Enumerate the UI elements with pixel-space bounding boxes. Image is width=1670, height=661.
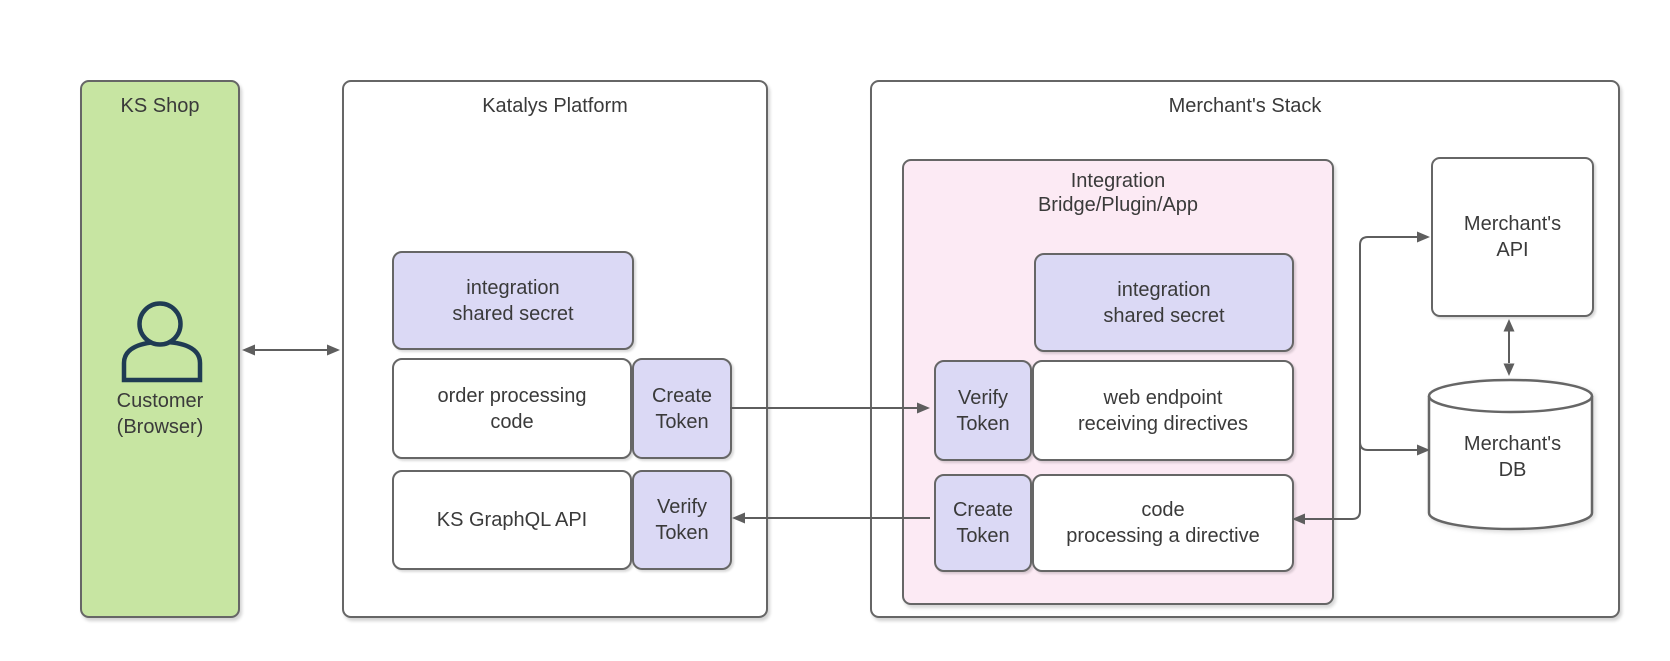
integration-bridge-title: Integration Bridge/Plugin/App [1037, 170, 1199, 216]
merchant-web-endpoint-box: web endpoint receiving directives [1032, 360, 1294, 461]
katalys-platform-title: Katalys Platform [482, 95, 628, 117]
katalys-create-token-box: Create Token [632, 358, 732, 459]
merchant-stack-container: Merchant's Stack Integration Bridge/Plug… [870, 80, 1620, 618]
ks-shop-title: KS Shop [120, 95, 200, 117]
ks-shop-container: KS Shop Customer (Browser) [80, 80, 240, 618]
merchant-code-processing-box: code processing a directive [1032, 474, 1294, 572]
merchant-shared-secret-box: integration shared secret [1034, 253, 1294, 352]
customer-person-icon [121, 301, 203, 383]
integration-bridge-container: Integration Bridge/Plugin/App integratio… [902, 159, 1334, 605]
merchant-verify-token-box: Verify Token [934, 360, 1032, 461]
merchant-stack-title: Merchant's Stack [1168, 95, 1322, 117]
connector-customer-katalys [242, 344, 340, 356]
merchant-api-box: Merchant's API [1431, 157, 1594, 317]
katalys-order-processing-box: order processing code [392, 358, 632, 459]
merchant-create-token-box: Create Token [934, 474, 1032, 572]
merchant-db-label: Merchant's DB [1463, 433, 1562, 481]
katalys-verify-token-box: Verify Token [632, 470, 732, 570]
katalys-graphql-api-box: KS GraphQL API [392, 470, 632, 570]
katalys-platform-container: Katalys Platform integration shared secr… [342, 80, 768, 618]
katalys-shared-secret-box: integration shared secret [392, 251, 634, 350]
customer-label: Customer (Browser) [116, 390, 204, 438]
